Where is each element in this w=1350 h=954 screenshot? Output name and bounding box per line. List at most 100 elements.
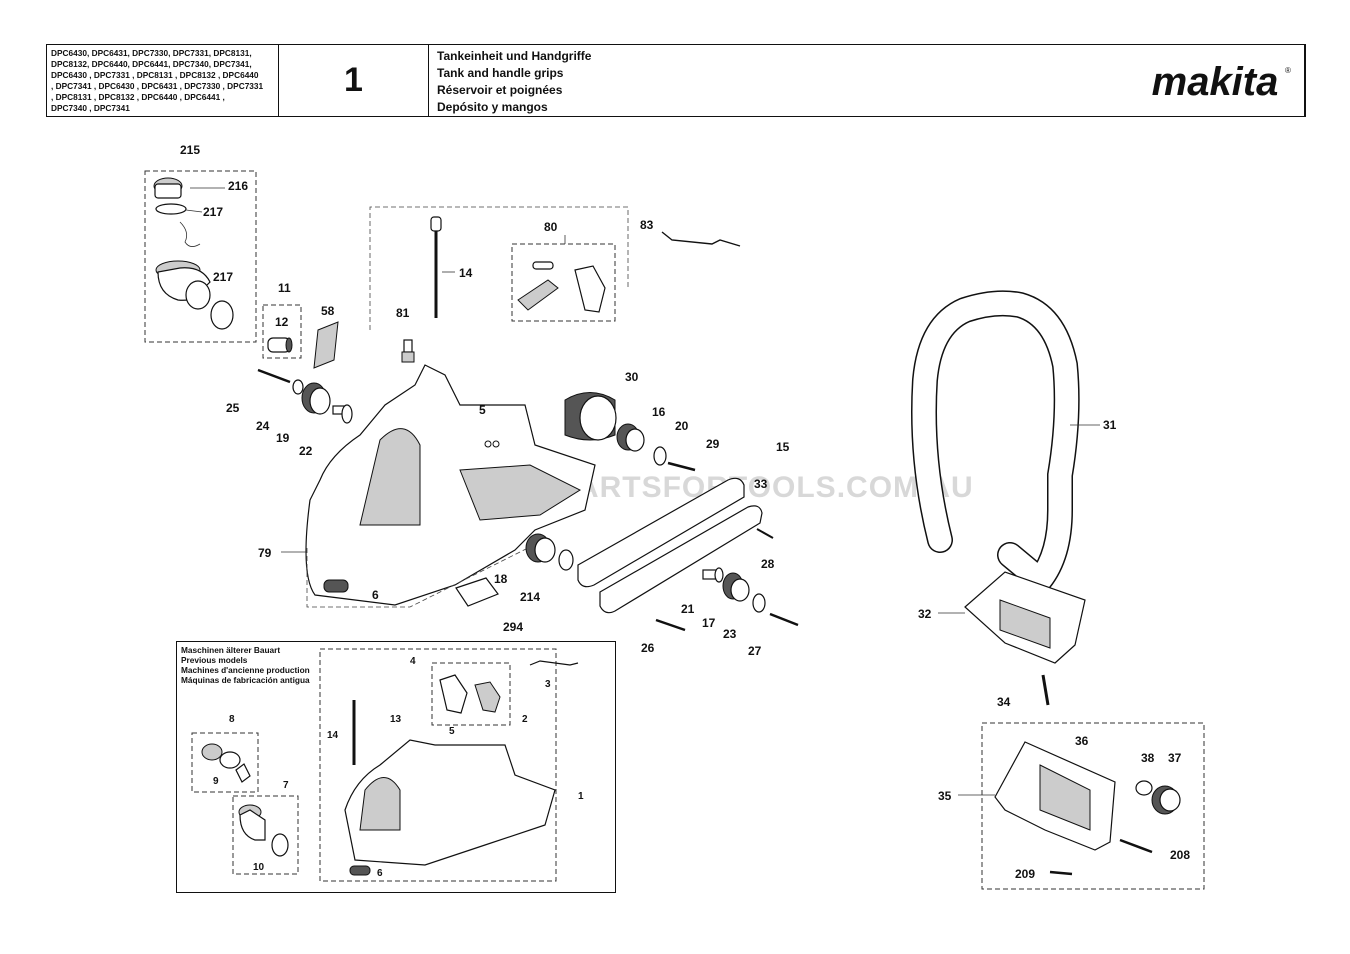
- label-14: 14: [327, 730, 339, 741]
- label-14: 14: [459, 266, 473, 280]
- title-fr: Réservoir et poignées: [437, 83, 563, 97]
- title-de: Tankeinheit und Handgriffe: [437, 49, 592, 63]
- label-216: 216: [228, 179, 248, 193]
- part-6: [323, 579, 349, 593]
- label-35: 35: [938, 789, 952, 803]
- model-line: DPC7340 , DPC7341: [51, 102, 130, 113]
- label-214: 214: [520, 590, 540, 604]
- svg-text:®: ®: [1285, 66, 1291, 75]
- label-217: 217: [213, 270, 233, 284]
- part-30-housing: [564, 392, 617, 441]
- label-28: 28: [761, 557, 775, 571]
- label-7: 7: [283, 780, 289, 791]
- model-line: , DPC7341 , DPC6430 , DPC6431 , DPC7330 …: [51, 80, 264, 91]
- label-36: 36: [1075, 734, 1089, 748]
- label-32: 32: [918, 607, 932, 621]
- part-209-screw: [1049, 870, 1073, 876]
- part-14-bolt: [430, 216, 442, 318]
- label-80: 80: [544, 220, 558, 234]
- group-box-previous-tank: [319, 648, 557, 882]
- label-20: 20: [675, 419, 689, 433]
- model-line: DPC8132, DPC6440, DPC6441, DPC7340, DPC7…: [51, 58, 252, 69]
- part-25-screw: [257, 368, 291, 384]
- part-26-screw: [655, 618, 686, 632]
- label-4: 4: [410, 656, 416, 667]
- label-16: 16: [652, 405, 666, 419]
- group-box-35: [981, 722, 1205, 890]
- label-22: 22: [299, 444, 313, 458]
- label-294: 294: [503, 620, 523, 634]
- part-37: [1151, 785, 1181, 815]
- label-215: 215: [180, 143, 200, 157]
- label-21: 21: [681, 602, 695, 616]
- model-line: DPC6430, DPC6431, DPC7330, DPC7331, DPC8…: [51, 48, 252, 58]
- part-214: [558, 549, 574, 571]
- part-17: [722, 572, 750, 602]
- group-box-tank: [369, 206, 629, 330]
- label-25: 25: [226, 401, 240, 415]
- label-23: 23: [723, 627, 737, 641]
- part-81: [401, 339, 415, 363]
- previous-filler-neck: [238, 804, 289, 857]
- label-208: 208: [1170, 848, 1190, 862]
- part-29-screw: [667, 461, 696, 472]
- label-18: 18: [494, 572, 508, 586]
- fuel-cap-part: [153, 177, 234, 330]
- part-12: [267, 337, 293, 353]
- label-83: 83: [640, 218, 654, 232]
- label-6: 6: [372, 588, 379, 602]
- label-30: 30: [625, 370, 639, 384]
- group-box-body: [306, 547, 529, 608]
- group-box-7: [232, 795, 299, 875]
- part-38: [1135, 780, 1153, 796]
- label-79: 79: [258, 546, 272, 560]
- part-79-tank: [305, 364, 596, 606]
- page-number: 1: [279, 45, 429, 116]
- label-9: 9: [213, 776, 219, 787]
- part-34-screw: [1041, 674, 1050, 706]
- part-24: [292, 379, 304, 395]
- part-27-screw: [769, 612, 799, 627]
- title-es: Depósito y mangos: [437, 100, 548, 114]
- label-17: 17: [702, 616, 716, 630]
- part-208-screw: [1119, 838, 1153, 854]
- previous-models-box: Maschinen älterer Bauart Previous models…: [176, 641, 616, 893]
- label-29: 29: [706, 437, 720, 451]
- part-28-screw: [756, 528, 774, 539]
- group-box-11: [262, 304, 302, 359]
- label-10: 10: [253, 862, 265, 873]
- model-list: DPC6430, DPC6431, DPC7330, DPC7331, DPC8…: [47, 45, 279, 116]
- title-block: DPC6430, DPC6431, DPC7330, DPC7331, DPC8…: [46, 44, 1306, 117]
- part-80-lever: [517, 261, 606, 313]
- label-8: 8: [229, 714, 235, 725]
- part-294-label: [455, 577, 499, 607]
- label-2: 2: [522, 714, 528, 725]
- part-15-strap: [577, 477, 745, 588]
- label-19: 19: [276, 431, 290, 445]
- label-26: 26: [641, 641, 655, 655]
- group-box-previous-lever: [431, 662, 511, 726]
- label-31: 31: [1103, 418, 1117, 432]
- label-27: 27: [748, 644, 762, 658]
- label-37: 37: [1168, 751, 1182, 765]
- label-34: 34: [997, 695, 1011, 709]
- part-58: [313, 321, 339, 369]
- previous-models-note: Maschinen älterer Bauart Previous models…: [181, 645, 310, 685]
- group-box-80: [511, 243, 616, 322]
- part-20: [653, 446, 667, 466]
- label-217: 217: [203, 205, 223, 219]
- label-5: 5: [449, 726, 455, 737]
- model-line: DPC6430 , DPC7331 , DPC8131 , DPC8132 , …: [51, 69, 259, 80]
- label-81: 81: [396, 306, 410, 320]
- label-11: 11: [278, 281, 291, 295]
- label-209: 209: [1015, 867, 1035, 881]
- part-19: [301, 382, 331, 415]
- label-3: 3: [545, 679, 551, 690]
- part-21: [702, 567, 724, 583]
- model-line: , DPC8131 , DPC8132 , DPC6440 , DPC6441 …: [51, 91, 225, 102]
- label-5: 5: [479, 403, 486, 417]
- label-38: 38: [1141, 751, 1155, 765]
- part-33-strap: [599, 505, 763, 614]
- group-box-8: [191, 732, 259, 793]
